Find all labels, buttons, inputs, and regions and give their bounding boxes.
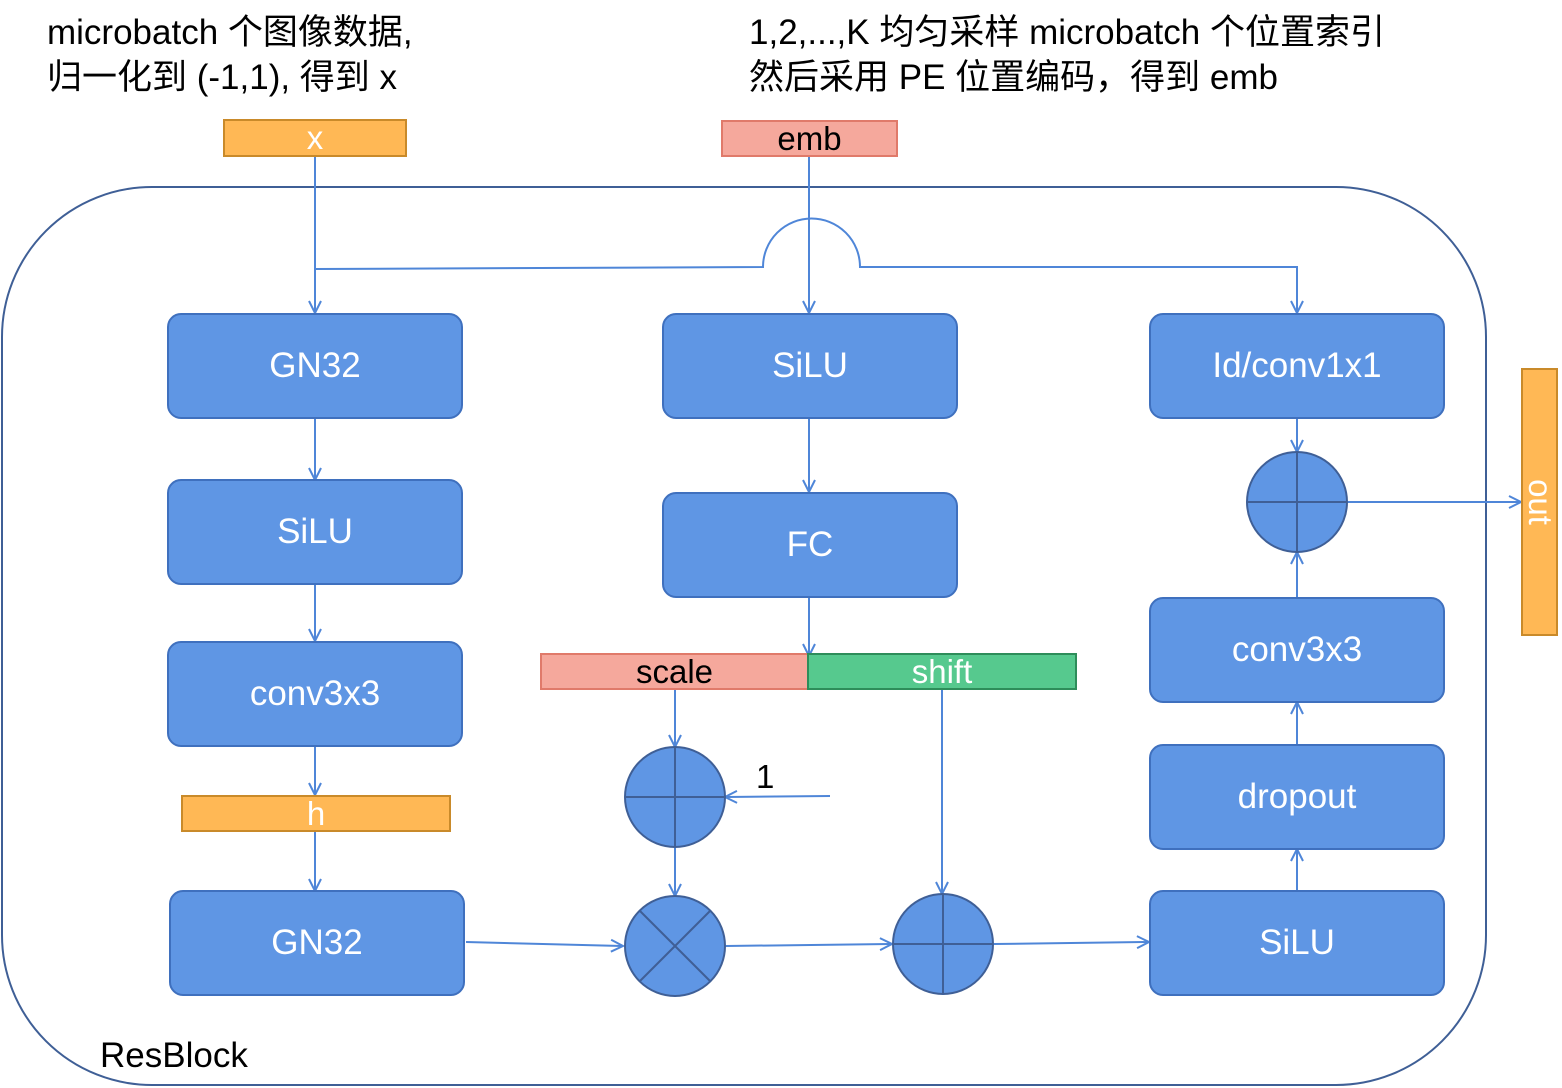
- one-to-add-connector: [726, 796, 831, 797]
- shift-tag: shift: [807, 653, 1077, 690]
- scale-tag: scale: [540, 653, 809, 690]
- emb-input-tag: emb: [721, 120, 898, 157]
- add-to-silu-connector: [993, 942, 1148, 944]
- out-label: out: [1521, 479, 1559, 525]
- gn32-bottom-block: GN32: [169, 890, 465, 996]
- resblock-container: [1, 186, 1487, 1086]
- constant-one-label: 1: [756, 758, 775, 795]
- resblock-label: ResBlock: [100, 1036, 248, 1075]
- emb-description-line2: 然后采用 PE 位置编码，得到 emb: [749, 58, 1278, 97]
- out-output-tag: out: [1521, 368, 1559, 636]
- x-description-line1: microbatch 个图像数据,: [47, 13, 413, 52]
- shift-add-operator: [892, 893, 994, 995]
- silu-left-block: SiLU: [167, 479, 463, 585]
- conv3x3-left-block: conv3x3: [167, 641, 463, 747]
- dropout-block: dropout: [1149, 744, 1445, 850]
- silu-right-block: SiLU: [1149, 890, 1445, 996]
- emb-description-line1: 1,2,...,K 均匀采样 microbatch 个位置索引: [749, 13, 1385, 52]
- gn32-top-block: GN32: [167, 313, 463, 419]
- silu-emb-block: SiLU: [662, 313, 958, 419]
- h-tag: h: [181, 795, 451, 832]
- fc-block: FC: [662, 492, 958, 598]
- x-description-line2: 归一化到 (-1,1), 得到 x: [47, 58, 398, 97]
- gn32-to-mul-connector: [465, 942, 622, 946]
- skip-connection-connector: [314, 217, 1297, 313]
- id-conv1x1-block: Id/conv1x1: [1149, 313, 1445, 419]
- residual-add-operator: [1246, 451, 1348, 553]
- multiply-operator: [624, 895, 726, 997]
- conv3x3-right-block: conv3x3: [1149, 597, 1445, 703]
- mul-to-add-connector: [725, 944, 891, 946]
- scale-add-one-operator: [624, 746, 726, 848]
- x-input-tag: x: [223, 119, 407, 157]
